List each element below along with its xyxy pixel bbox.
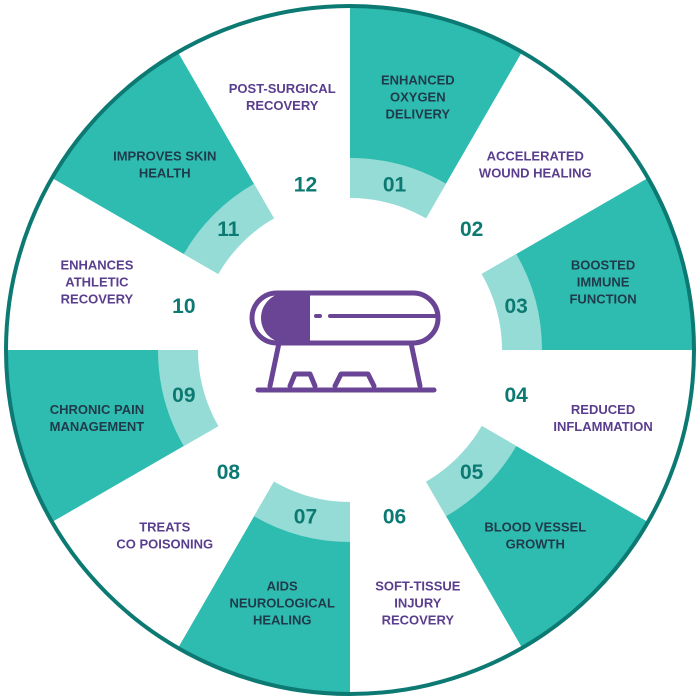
segment-label-line: CO POISONING — [116, 536, 213, 551]
segment-label-line: WOUND HEALING — [479, 166, 592, 181]
segment-label-line: FUNCTION — [569, 292, 636, 307]
segment-number-12: 12 — [294, 173, 317, 196]
segment-label-07: AIDS NEUROLOGICAL HEALING — [229, 579, 335, 628]
segment-label-line: ENHANCED — [381, 72, 455, 87]
segment-band-07 — [254, 479, 350, 542]
segment-label-05: BLOOD VESSEL GROWTH — [484, 519, 586, 551]
segment-label-line: NEUROLOGICAL — [229, 596, 335, 611]
segment-label-09: CHRONIC PAIN MANAGEMENT — [50, 402, 145, 434]
segment-label-line: IMPROVES SKIN — [113, 149, 216, 164]
chamber-hatch — [261, 293, 310, 343]
segment-number-03: 03 — [504, 295, 527, 318]
segment-label-line: ACCELERATED — [487, 149, 584, 164]
segment-label-line: CHRONIC PAIN — [50, 402, 144, 417]
segment-label-line: REDUCED — [571, 402, 635, 417]
segment-band-01 — [350, 158, 446, 221]
segment-label-10: ENHANCES ATHLETIC RECOVERY — [60, 258, 133, 307]
hyperbaric-chamber-icon — [249, 290, 441, 393]
segment-label-line: RECOVERY — [61, 292, 134, 307]
segment-number-07: 07 — [294, 506, 317, 529]
label-layer: ENHANCED OXYGEN DELIVERY ACCELERATED WOUND H… — [50, 72, 653, 627]
segment-number-10: 10 — [172, 295, 195, 318]
segment-label-01: ENHANCED OXYGEN DELIVERY — [381, 72, 455, 121]
chamber-feet — [287, 371, 377, 389]
segment-label-line: AIDS — [267, 579, 298, 594]
segment-number-04: 04 — [504, 384, 528, 407]
chamber-body — [249, 290, 441, 346]
center-disc — [198, 198, 502, 502]
segment-label-06: SOFT-TISSUE INJURY RECOVERY — [375, 579, 461, 628]
segment-label-02: ACCELERATED WOUND HEALING — [479, 149, 592, 181]
segment-label-line: INJURY — [394, 596, 442, 611]
segment-number-02: 02 — [460, 218, 483, 241]
segment-label-03: BOOSTED IMMUNE FUNCTION — [569, 258, 636, 307]
segment-number-11: 11 — [217, 218, 240, 241]
segment-label-line: SOFT-TISSUE — [375, 579, 461, 594]
segment-number-05: 05 — [460, 461, 484, 484]
segment-label-line: ATHLETIC — [65, 275, 129, 290]
segment-label-line: HEALTH — [139, 166, 191, 181]
segment-band-11 — [183, 183, 275, 275]
segment-label-11: IMPROVES SKIN HEALTH — [113, 149, 216, 181]
outer-ring — [4, 4, 696, 696]
segment-label-12: POST-SURGICAL RECOVERY — [229, 81, 336, 113]
segment-label-line: MANAGEMENT — [50, 419, 145, 434]
segment-label-line: ENHANCES — [60, 258, 133, 273]
number-layer: 01 02 03 04 05 06 07 08 09 10 11 12 — [172, 173, 528, 528]
segment-label-line: IMMUNE — [577, 275, 630, 290]
chamber-stand — [267, 340, 423, 389]
segment-label-line: POST-SURGICAL — [229, 81, 336, 96]
segment-band-05 — [425, 425, 517, 517]
segment-label-line: GROWTH — [506, 536, 565, 551]
segment-label-line: INFLAMMATION — [553, 419, 652, 434]
segment-label-line: BLOOD VESSEL — [484, 519, 586, 534]
segment-band-09 — [158, 350, 221, 446]
segment-label-line: RECOVERY — [382, 613, 455, 628]
segment-number-01: 01 — [383, 173, 407, 196]
number-band-layer — [158, 158, 543, 542]
segment-label-line: HEALING — [253, 613, 312, 628]
segment-label-line: OXYGEN — [390, 89, 446, 104]
segment-number-06: 06 — [383, 506, 406, 529]
segment-number-09: 09 — [172, 384, 195, 407]
segment-number-08: 08 — [217, 461, 241, 484]
segment-label-line: DELIVERY — [386, 106, 451, 121]
segment-label-line: BOOSTED — [571, 258, 635, 273]
segment-label-line: TREATS — [139, 519, 190, 534]
segment-label-line: RECOVERY — [246, 98, 319, 113]
segment-label-04: REDUCED INFLAMMATION — [553, 402, 652, 434]
segment-band-03 — [479, 254, 543, 350]
segment-label-08: TREATS CO POISONING — [116, 519, 213, 551]
